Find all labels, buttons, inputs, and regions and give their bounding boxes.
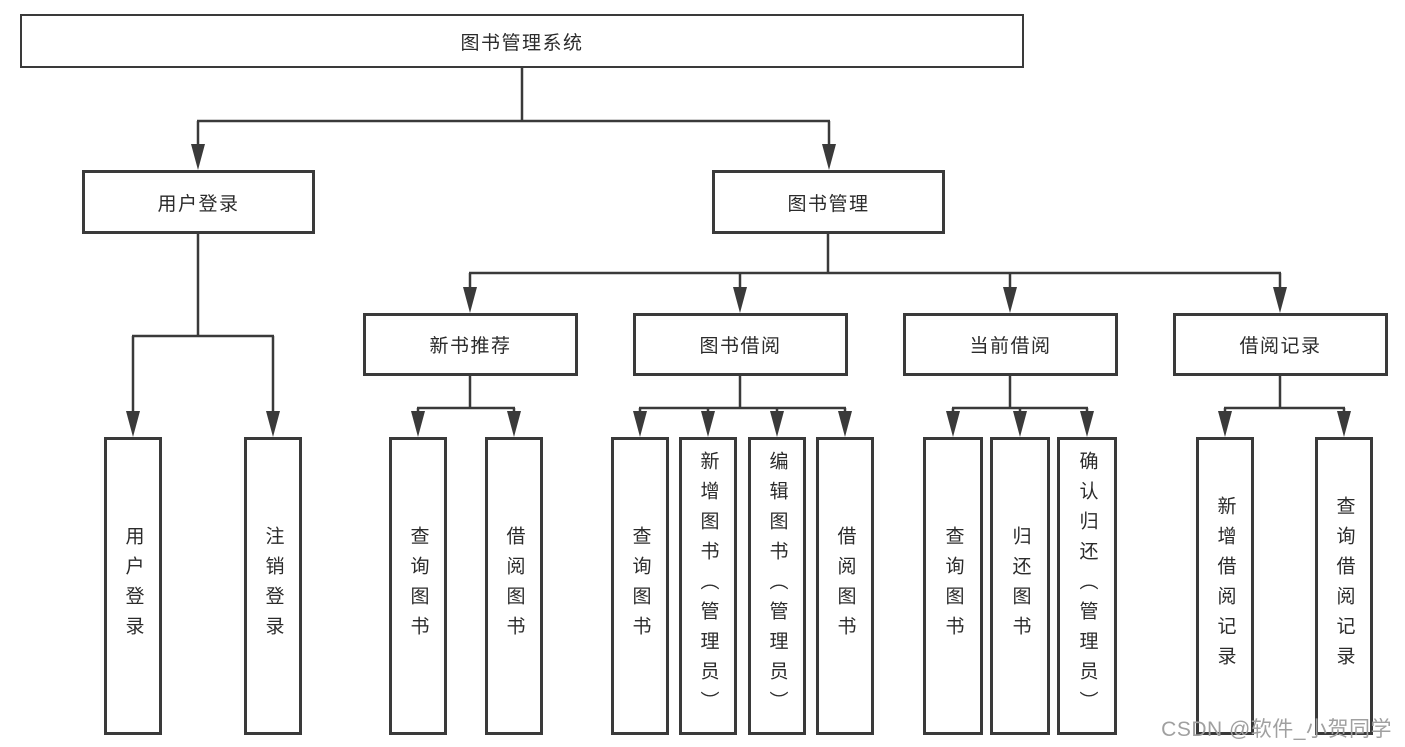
node-label: 新增借阅记录: [1214, 496, 1236, 676]
leaf-borrowing-query-book: 查询图书: [611, 437, 669, 735]
leaf-current-return-book: 归还图书: [990, 437, 1050, 735]
node-label: 新增图书（管理员）: [697, 451, 719, 721]
leaf-user-login: 用户登录: [104, 437, 162, 735]
node-label: 图书借阅: [699, 336, 782, 357]
leaf-borrowing-edit-book-admin: 编辑图书（管理员）: [748, 437, 806, 735]
connector-paths: [131, 68, 1346, 413]
arrowheads: [126, 144, 1351, 437]
node-book-borrowing: 图书借阅: [633, 313, 848, 376]
node-label: 图书管理系统: [460, 32, 584, 54]
node-label: 用户登录: [157, 193, 240, 215]
node-new-book-recommendation: 新书推荐: [363, 313, 578, 376]
node-label: 新书推荐: [429, 336, 512, 357]
leaf-logout: 注销登录: [244, 437, 302, 735]
leaf-records-query-record: 查询借阅记录: [1315, 437, 1373, 735]
node-label: 查询借阅记录: [1333, 496, 1355, 676]
node-label: 借阅图书: [834, 526, 856, 646]
node-current-borrowing: 当前借阅: [903, 313, 1118, 376]
node-label: 图书管理: [787, 193, 870, 215]
node-label: 借阅记录: [1239, 336, 1322, 357]
node-library-system-root: 图书管理系统: [20, 14, 1024, 68]
node-label: 归还图书: [1009, 526, 1031, 646]
node-book-management: 图书管理: [712, 170, 945, 234]
node-label: 注销登录: [262, 526, 284, 646]
node-label: 编辑图书（管理员）: [766, 451, 788, 721]
node-borrowing-records: 借阅记录: [1173, 313, 1388, 376]
node-user-login: 用户登录: [82, 170, 315, 234]
csdn-watermark: CSDN @软件_小贺同学: [1161, 718, 1392, 741]
leaf-newbooks-borrow-book: 借阅图书: [485, 437, 543, 735]
node-label: 用户登录: [122, 526, 144, 646]
node-label: 当前借阅: [969, 336, 1052, 357]
node-label: 借阅图书: [503, 526, 525, 646]
leaf-borrowing-borrow-book: 借阅图书: [816, 437, 874, 735]
leaf-newbooks-query-book: 查询图书: [389, 437, 447, 735]
node-label: 查询图书: [407, 526, 429, 646]
leaf-borrowing-add-book-admin: 新增图书（管理员）: [679, 437, 737, 735]
leaf-current-query-book: 查询图书: [923, 437, 983, 735]
node-label: 确认归还（管理员）: [1076, 451, 1098, 721]
node-label: 查询图书: [942, 526, 964, 646]
leaf-current-confirm-return-admin: 确认归还（管理员）: [1057, 437, 1117, 735]
node-label: 查询图书: [629, 526, 651, 646]
leaf-records-add-record: 新增借阅记录: [1196, 437, 1254, 735]
